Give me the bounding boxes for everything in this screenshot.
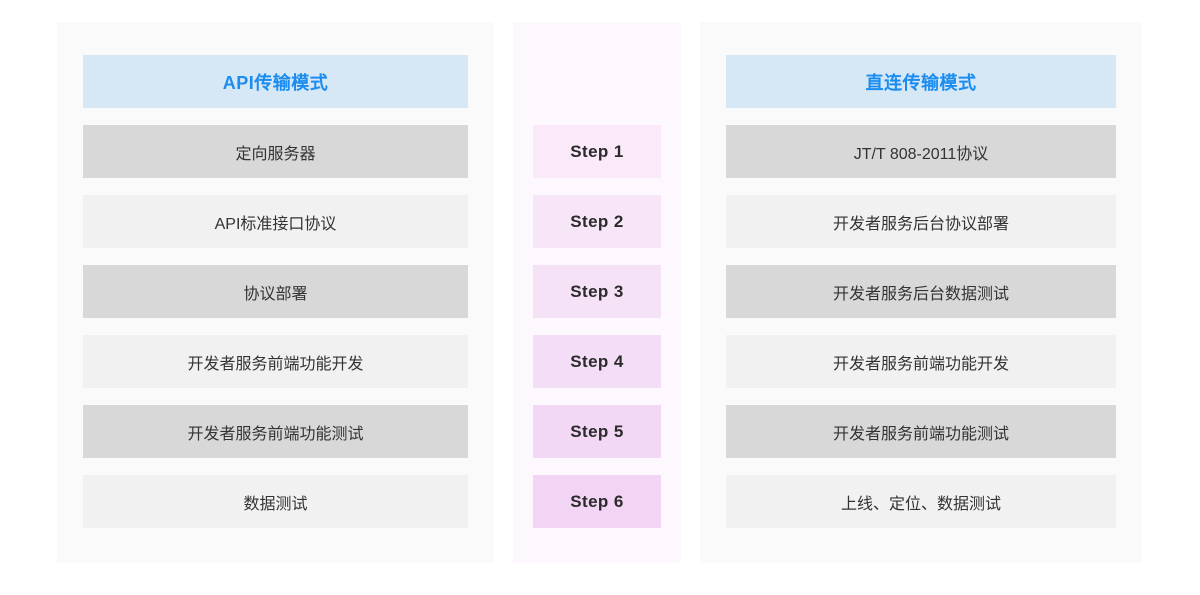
list-item: 协议部署	[83, 265, 468, 318]
left-row-stack: API传输模式 定向服务器 API标准接口协议 协议部署 开发者服务前端功能开发…	[83, 55, 468, 545]
list-item: 数据测试	[83, 475, 468, 528]
list-item: 开发者服务后台数据测试	[726, 265, 1116, 318]
step-badge-6: Step 6	[533, 475, 661, 528]
left-column-header: API传输模式	[83, 55, 468, 108]
list-item: 上线、定位、数据测试	[726, 475, 1116, 528]
column-steps: Step 1 Step 2 Step 3 Step 4 Step 5 Step …	[513, 22, 681, 563]
list-item: API标准接口协议	[83, 195, 468, 248]
list-item: 开发者服务前端功能测试	[83, 405, 468, 458]
right-column-header: 直连传输模式	[726, 55, 1116, 108]
column-direct-transmission-mode: 直连传输模式 JT/T 808-2011协议 开发者服务后台协议部署 开发者服务…	[700, 22, 1142, 563]
step-badge-2: Step 2	[533, 195, 661, 248]
step-badge-5: Step 5	[533, 405, 661, 458]
list-item: 开发者服务前端功能测试	[726, 405, 1116, 458]
step-stack: Step 1 Step 2 Step 3 Step 4 Step 5 Step …	[533, 125, 661, 545]
list-item: 开发者服务前端功能开发	[726, 335, 1116, 388]
list-item: 定向服务器	[83, 125, 468, 178]
step-badge-3: Step 3	[533, 265, 661, 318]
list-item: 开发者服务后台协议部署	[726, 195, 1116, 248]
list-item: JT/T 808-2011协议	[726, 125, 1116, 178]
column-api-transmission-mode: API传输模式 定向服务器 API标准接口协议 协议部署 开发者服务前端功能开发…	[57, 22, 494, 563]
step-badge-1: Step 1	[533, 125, 661, 178]
right-row-stack: 直连传输模式 JT/T 808-2011协议 开发者服务后台协议部署 开发者服务…	[726, 55, 1116, 545]
step-badge-4: Step 4	[533, 335, 661, 388]
list-item: 开发者服务前端功能开发	[83, 335, 468, 388]
